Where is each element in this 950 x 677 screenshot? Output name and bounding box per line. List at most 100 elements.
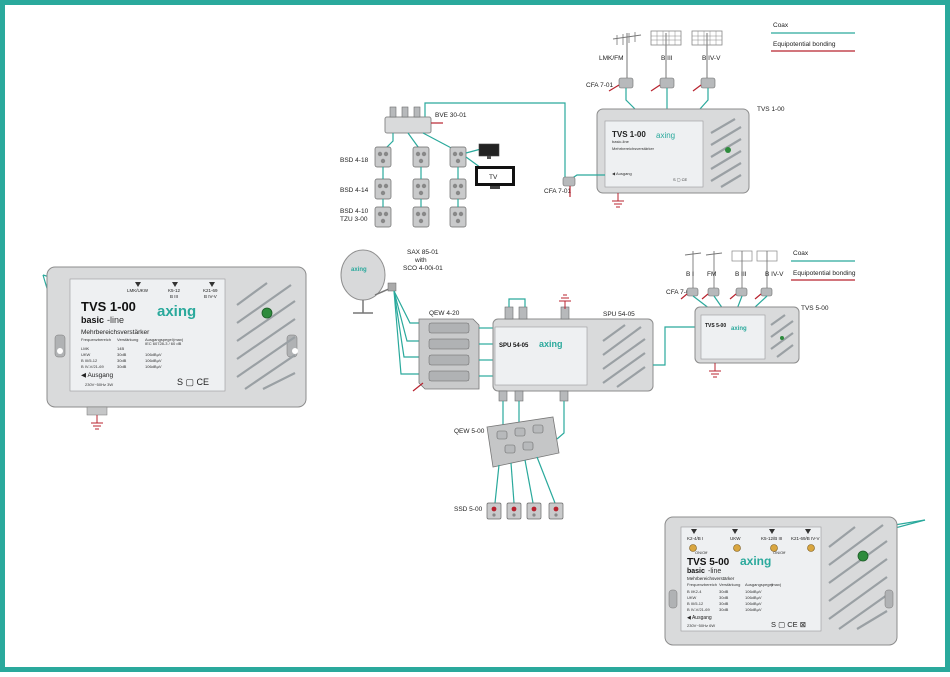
bsd-row2-label: BSD 4-14	[340, 187, 369, 194]
right-antennas	[684, 250, 778, 295]
amp5-th-freq: Frequenzbereich	[687, 582, 717, 587]
amp1-row3-gain: 30dB	[117, 358, 127, 363]
legend-coax-label: Coax	[773, 22, 789, 29]
svg-text:axing: axing	[351, 267, 367, 273]
amp1-row2-freq: UKW	[81, 352, 91, 357]
antenna-b45-label: B IV-V	[702, 55, 721, 62]
legend: Coax Equipotential bonding	[771, 22, 855, 52]
amp5-line-a: basic	[687, 568, 705, 575]
amp5-row2-freq: UKW	[687, 595, 697, 600]
amp1-th-std: IEC 60728-3 / 60 dB	[145, 341, 182, 346]
sax-label-1: SAX 85-01	[407, 249, 439, 256]
spu-label: SPU 54-05	[603, 311, 635, 318]
amp1-row4-gain: 30dB	[117, 364, 127, 369]
cfa-top-label: CFA 7-01	[586, 82, 613, 89]
amp1-cooling-grill	[236, 282, 296, 390]
amp1-line-a: basic	[81, 315, 104, 325]
amp5-model: TVS 5-00	[687, 557, 730, 568]
amp5-power: 230V~50Hz 6W	[687, 623, 715, 628]
right-ant-fm: FM	[707, 271, 716, 278]
svg-text:axing: axing	[731, 326, 747, 332]
svg-text:◀ Ausgang: ◀ Ausgang	[612, 171, 632, 176]
tv-icon: TV	[475, 166, 515, 189]
amp1-th-level: Ausgangspegel	[145, 337, 173, 342]
amp5-row2-level: 106dBµV	[745, 595, 762, 600]
amp1-output: ◀ Ausgang	[81, 372, 113, 379]
amp1-row2-level: 106dBµV	[145, 352, 162, 357]
tvs-top-label: TVS 1-00	[757, 106, 785, 113]
amp5-port-markers	[691, 529, 811, 534]
right-ant-b45: B IV-V	[765, 271, 784, 278]
amp5-row1-gain: 30dB	[719, 589, 729, 594]
amp5-spec-rows: B I/K2-4 30dB 106dBµV UKW 30dB 106dBµV B…	[687, 589, 762, 612]
amp5-th-gain: Verstärkung	[719, 582, 740, 587]
ssd-sockets	[486, 502, 564, 520]
amp5-port4-label: K21-69/B IV-V	[791, 536, 820, 541]
amp5-ports	[689, 544, 815, 552]
svg-text:S ▢ CE: S ▢ CE	[673, 177, 688, 182]
amp1-power-led	[261, 307, 273, 319]
right-system: Coax Equipotential bonding B I FM B III …	[666, 250, 856, 378]
amp5-row2-gain: 30dB	[719, 595, 729, 600]
amp1-brand: axing	[157, 303, 196, 320]
right-ant-b3: B III	[735, 271, 747, 278]
bsd-row4-label: TZU 3-00	[340, 216, 368, 223]
cfa-bottom-clamp	[562, 176, 576, 187]
amp1-row3-freq: B III/5-12	[81, 358, 98, 363]
amp5-row1-freq: B I/K2-4	[687, 589, 702, 594]
amp5-subtitle: Mehrbereichsverstärker	[687, 576, 735, 581]
amp5-row4-freq: B IV-V/21-69	[687, 607, 710, 612]
wiring-diagram: Coax Equipotential bonding LMK/FM B III …	[42, 22, 926, 646]
amp1-model: TVS 1-00	[81, 299, 136, 314]
spu-model: SPU 54-05	[499, 343, 529, 349]
amp1-port2-label: K5-12	[168, 288, 181, 293]
amp5-label-panel	[680, 526, 822, 632]
amp1-port2-sub: B III	[170, 294, 178, 299]
amp5-port2-label: UKW	[730, 536, 741, 541]
amp1-port1-label: LMK/UKW	[127, 288, 149, 293]
svg-text:Mehrbereichsverstärker: Mehrbereichsverstärker	[612, 146, 655, 151]
amp1-th-gain: Verstärkung	[117, 337, 138, 342]
amp5-row4-level: 106dBµV	[745, 607, 762, 612]
tv-label: TV	[489, 174, 498, 181]
qew-bottom-label: QEW 5-00	[454, 428, 485, 435]
legend-bonding-label: Equipotential bonding	[773, 41, 836, 48]
right-tvs-ground-icon	[708, 362, 722, 378]
right-legend-coax: Coax	[793, 250, 809, 257]
amp5-th-level: Ausgangspegel	[745, 582, 773, 587]
amp1-power: 230V~50Hz 3W	[85, 382, 113, 387]
amp5-cooling-grill	[828, 524, 888, 630]
tvs-top-ground-icon	[611, 192, 625, 208]
amp5-brand: axing	[740, 554, 771, 568]
svg-text:TVS 1-00: TVS 1-00	[612, 130, 646, 139]
antenna-lmk-label: LMK/FM	[599, 55, 624, 62]
bve-splitter	[384, 106, 443, 134]
sat-dish-icon: axing	[340, 249, 397, 314]
amp1-port3-label: K21-69	[203, 288, 218, 293]
right-tvs-device: TVS 5-00 axing	[694, 306, 800, 364]
top-system: LMK/FM B III B IV-V CFA 7-01 TVS 1-00 ba…	[340, 30, 785, 228]
right-legend-bonding: Equipotential bonding	[793, 270, 856, 277]
qew-top-block	[418, 318, 480, 390]
amp1-th-max: (max)	[173, 337, 184, 342]
sax-label-2: with	[414, 257, 427, 264]
amp1-row2-gain: 30dB	[117, 352, 127, 357]
amp5-port1-sub: ON/Off	[695, 550, 708, 555]
amp1-ground-icon	[90, 414, 104, 430]
amp5-row3-gain: 30dB	[719, 601, 729, 606]
amp5-port3-label: K5-12/B III	[761, 536, 782, 541]
amp5-line-b: -line	[708, 568, 721, 575]
bsd-row1-label: BSD 4-18	[340, 157, 369, 164]
amp1-subtitle: Mehrbereichsverstärker	[81, 329, 150, 336]
amp5-row3-level: 106dBµV	[745, 601, 762, 606]
ssd-label: SSD 5-00	[454, 506, 483, 513]
amp5-th-max: (max)	[771, 582, 782, 587]
qew-bottom-block	[486, 416, 560, 468]
amp1-row1-freq: LMK	[81, 346, 90, 351]
amp5-marks: S ▢ CE ⊠	[771, 620, 806, 629]
spu-brand: axing	[539, 339, 563, 349]
amp1-marks: S ▢ CE	[177, 377, 209, 387]
amp5-detail: K2-4/B I UKW K5-12/B III K21-69/B IV-V O…	[664, 516, 926, 646]
amp5-port3-sub: ON/Off	[773, 550, 786, 555]
